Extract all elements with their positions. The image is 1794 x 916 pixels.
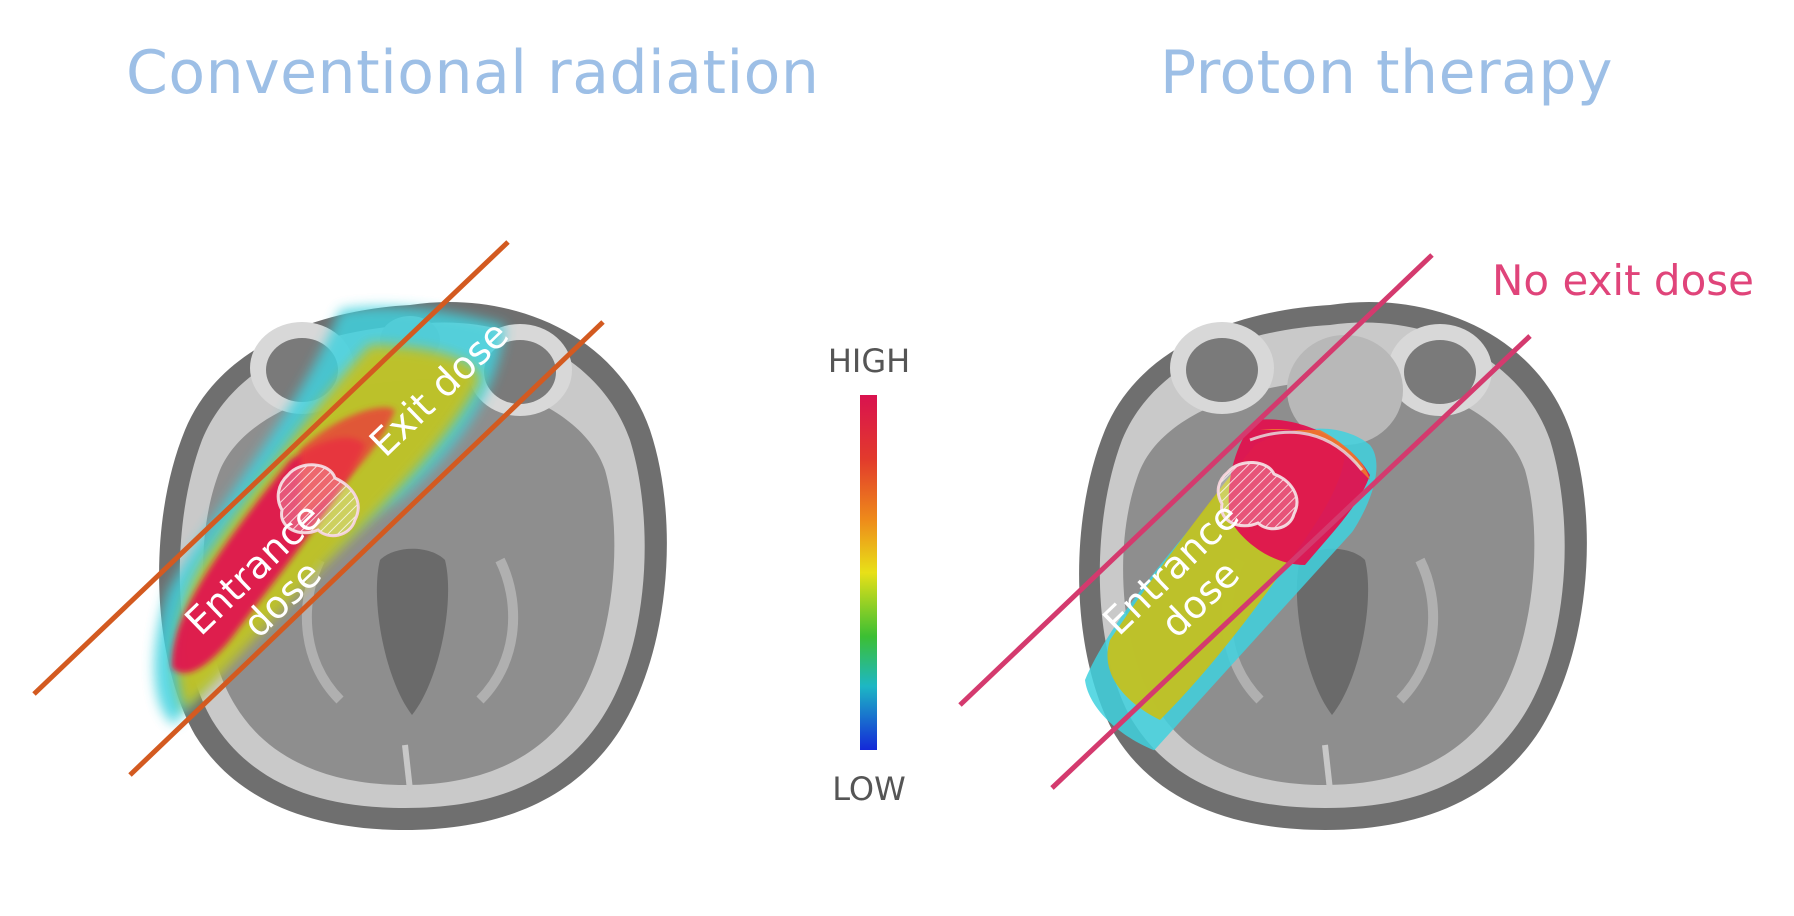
- scale-gradient-bar: [860, 395, 877, 750]
- proton-therapy-title: Proton therapy: [1160, 38, 1614, 108]
- right-beam-lower-line: [1050, 334, 1532, 790]
- left-tumor: [276, 463, 360, 538]
- left-beam-upper-line: [32, 240, 510, 696]
- dose-color-scale: HIGH LOW: [828, 342, 910, 808]
- right-tumor: [1216, 461, 1299, 531]
- conventional-radiation-title: Conventional radiation: [126, 38, 820, 108]
- scale-high-label: HIGH: [828, 342, 910, 380]
- no-exit-dose-label: No exit dose: [1492, 256, 1754, 305]
- scale-low-label: LOW: [832, 770, 906, 808]
- left-beam-lower-line: [128, 320, 605, 777]
- right-beam-upper-line: [958, 253, 1434, 707]
